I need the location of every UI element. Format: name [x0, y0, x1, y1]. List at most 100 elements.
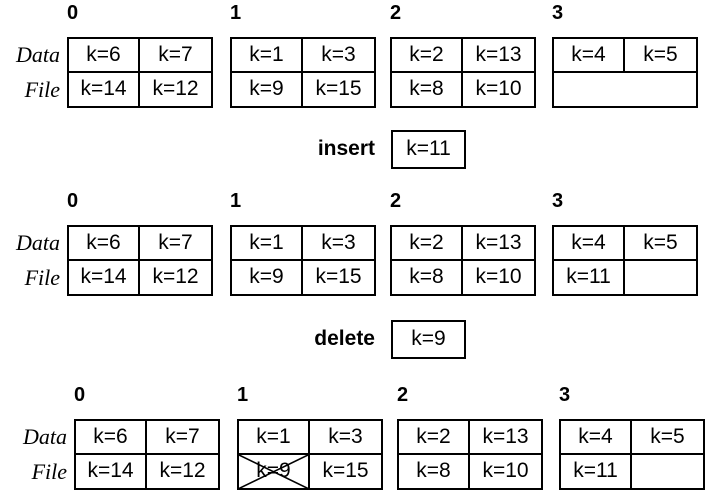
- bucket-cell: k=8: [399, 454, 470, 488]
- cell-key: k=3: [328, 424, 363, 448]
- cell-key: k=8: [409, 265, 444, 289]
- bucket-cell: k=9: [232, 260, 303, 294]
- bucket-cell: k=1: [232, 39, 303, 73]
- cell-key: k=1: [249, 230, 284, 254]
- bucket-cell: [632, 455, 703, 489]
- bucket-cell: k=13: [470, 421, 541, 455]
- cell-key: k=14: [80, 77, 127, 101]
- bucket-3: k=4 k=5 k=11: [559, 419, 705, 490]
- bucket-cell: k=4: [554, 39, 625, 73]
- cell-key: k=4: [571, 42, 606, 66]
- cell-key: k=7: [158, 230, 193, 254]
- cell-key: k=13: [475, 42, 522, 66]
- cell-key: k=13: [482, 424, 529, 448]
- bucket-cell: [625, 261, 696, 295]
- bucket-cell: k=14: [76, 454, 147, 488]
- bucket-cell: k=5: [632, 421, 703, 455]
- data-file-label-line1: Data: [23, 424, 67, 449]
- data-file-label-line1: Data: [16, 230, 60, 255]
- cell-key: k=7: [165, 424, 200, 448]
- bucket-index-label: 2: [397, 384, 409, 406]
- bucket-cell: k=1: [239, 421, 310, 455]
- bucket-cell: k=3: [303, 39, 374, 73]
- bucket-index-label: 2: [390, 2, 402, 24]
- cell-key: k=5: [650, 424, 685, 448]
- bucket-0: k=6 k=7 k=14 k=12: [67, 225, 213, 296]
- cell-key: k=12: [159, 459, 206, 483]
- insert-key-box: k=11: [391, 129, 466, 169]
- bucket-cell: k=11: [561, 454, 632, 488]
- bucket-cell: k=7: [147, 421, 218, 455]
- bucket-2: k=2 k=13 k=8 k=10: [390, 225, 536, 296]
- bucket-cell: k=6: [76, 421, 147, 455]
- bucket-cell: k=11: [554, 260, 625, 294]
- bucket-index-label: 3: [552, 2, 564, 24]
- bucket-column-2: 2 k=2 k=13 k=8 k=10: [397, 385, 543, 490]
- cell-key: k=4: [571, 230, 606, 254]
- cell-key: k=11: [566, 265, 611, 289]
- bucket-cell: [554, 73, 696, 107]
- cell-key: k=11: [573, 459, 618, 483]
- cell-key: k=6: [86, 42, 121, 66]
- bucket-0: k=6 k=7 k=14 k=12: [67, 37, 213, 108]
- cell-key: k=6: [86, 230, 121, 254]
- bucket-index-label: 1: [237, 384, 249, 406]
- bucket-cell: k=14: [69, 260, 140, 294]
- cell-key: k=3: [321, 230, 356, 254]
- bucket-column-2: 2 k=2 k=13 k=8 k=10: [390, 191, 536, 296]
- bucket-index-label: 0: [67, 2, 79, 24]
- bucket-cell: k=10: [463, 261, 534, 295]
- bucket-cell: k=8: [392, 72, 463, 106]
- data-file-label: Data File: [0, 37, 60, 107]
- bucket-cell: k=9: [239, 454, 310, 488]
- cell-key: k=2: [409, 230, 444, 254]
- bucket-index-label: 2: [390, 190, 402, 212]
- data-file-label-line2: File: [31, 459, 67, 484]
- cell-key: k=8: [416, 459, 451, 483]
- cell-key: k=1: [249, 42, 284, 66]
- data-file-label-line2: File: [24, 265, 60, 290]
- delete-key-box: k=9: [391, 319, 466, 359]
- bucket-cell: k=4: [561, 421, 632, 455]
- bucket-index-label: 3: [552, 190, 564, 212]
- bucket-cell: k=10: [463, 73, 534, 107]
- delete-operation-label: delete: [314, 327, 375, 350]
- cell-key: k=7: [158, 42, 193, 66]
- bucket-index-label: 1: [230, 2, 242, 24]
- bucket-cell: k=6: [69, 39, 140, 73]
- cell-key: k=12: [152, 77, 199, 101]
- bucket-cell: k=2: [399, 421, 470, 455]
- data-file-label: Data File: [0, 225, 60, 295]
- cell-key: k=14: [80, 265, 127, 289]
- bucket-column-0: 0 k=6 k=7 k=14 k=12: [67, 3, 213, 108]
- bucket-cell: k=13: [463, 39, 534, 73]
- bucket-cell: k=10: [470, 455, 541, 489]
- bucket-cell: k=1: [232, 227, 303, 261]
- cell-key: k=10: [482, 459, 529, 483]
- bucket-cell: k=7: [140, 227, 211, 261]
- cell-key: k=8: [409, 77, 444, 101]
- bucket-cell: k=12: [140, 261, 211, 295]
- cell-key: k=13: [475, 230, 522, 254]
- bucket-cell: k=6: [69, 227, 140, 261]
- data-file-label-line1: Data: [16, 42, 60, 67]
- bucket-cell: k=3: [303, 227, 374, 261]
- data-file-label: Data File: [7, 419, 67, 489]
- cell-key: k=9: [249, 265, 284, 289]
- cell-key: k=5: [643, 42, 678, 66]
- bucket-column-3: 3 k=4 k=5 k=11: [559, 385, 705, 490]
- bucket-index-label: 1: [230, 190, 242, 212]
- cell-key: k=4: [578, 424, 613, 448]
- cell-key: k=3: [321, 42, 356, 66]
- bucket-index-label: 3: [559, 384, 571, 406]
